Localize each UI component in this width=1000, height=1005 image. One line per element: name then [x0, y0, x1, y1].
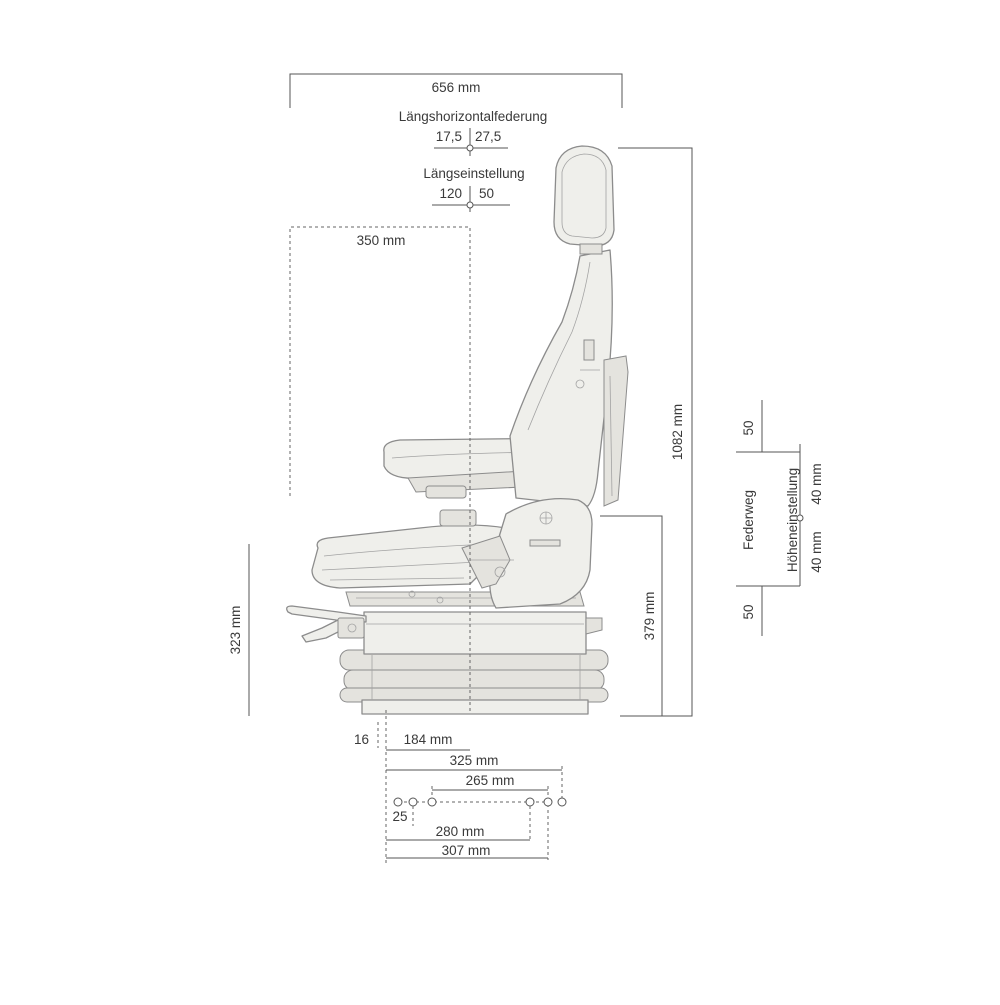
mounting-hole — [543, 797, 553, 807]
overall-width-dimension: 656 mm — [289, 73, 623, 108]
mounting-hole — [525, 797, 535, 807]
travel-top-value: 50 — [741, 420, 756, 435]
travel-bottom-value: 50 — [741, 604, 756, 619]
longitudinal-adjust-left-value: 120 — [439, 186, 462, 201]
rail-307-label: 307 mm — [442, 843, 491, 858]
backrest — [509, 249, 629, 507]
overall-width-label: 656 mm — [432, 80, 481, 95]
horizontal-spring-dimension: Längshorizontalfederung 17,5 27,5 — [399, 109, 548, 156]
seat-height-label: 379 mm — [642, 592, 657, 641]
longitudinal-adjust-title: Längseinstellung — [423, 166, 524, 181]
horizontal-spring-left-value: 17,5 — [436, 129, 462, 144]
mounting-hole — [427, 797, 437, 807]
height-adjust-label: Höheneinstellung — [785, 468, 800, 572]
seat-height-dimension: 379 mm — [600, 515, 663, 716]
height-up-value: 40 mm — [809, 463, 824, 504]
mounting-hole — [557, 797, 567, 807]
horizontal-spring-title: Längshorizontalfederung — [399, 109, 548, 124]
rail-280-label: 280 mm — [436, 824, 485, 839]
mounting-hole — [393, 797, 403, 807]
offset-16-label: 16 — [354, 732, 369, 747]
offset-184-label: 184 mm — [404, 732, 453, 747]
suspension-bellows — [339, 649, 609, 715]
mounting-hole — [408, 797, 418, 807]
base-offset-dimension: 16 184 mm — [354, 710, 470, 866]
suspension-top — [363, 611, 603, 655]
headrest — [553, 145, 615, 255]
rail-325-label: 325 mm — [450, 753, 499, 768]
longitudinal-adjust-dimension: Längseinstellung 120 50 — [423, 166, 525, 212]
rail-265-label: 265 mm — [466, 773, 515, 788]
adjustment-lever — [286, 605, 367, 643]
total-height-dimension: 1082 mm — [618, 147, 693, 717]
seat-depth-dimension: 350 mm — [289, 226, 471, 712]
horizontal-spring-right-value: 27,5 — [475, 129, 501, 144]
longitudinal-adjust-right-value: 50 — [479, 186, 494, 201]
base-height-dimension: 323 mm — [228, 544, 250, 716]
seat-depth-label: 350 mm — [357, 233, 406, 248]
seat-mechanism — [439, 497, 593, 609]
height-down-value: 40 mm — [809, 531, 824, 572]
mounting-hole-dimensions: 325 mm 265 mm 25 280 mm 307 mm — [386, 753, 567, 860]
seat-illustration — [286, 145, 629, 715]
total-height-label: 1082 mm — [670, 404, 685, 460]
travel-label: Federweg — [741, 490, 756, 550]
travel-dimension: 50 50 Federweg Höheneinstellung 40 mm 40… — [736, 400, 824, 636]
rail-25-label: 25 — [392, 809, 407, 824]
base-height-label: 323 mm — [228, 606, 243, 655]
